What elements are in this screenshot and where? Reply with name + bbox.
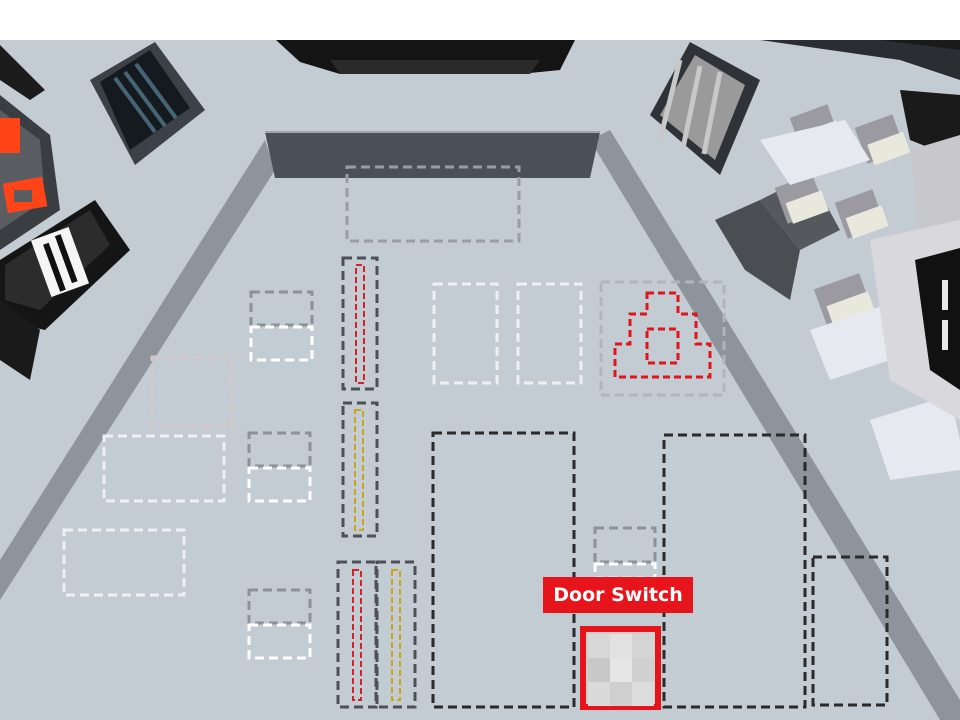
door-switch-label: Door Switch bbox=[543, 577, 693, 613]
back-wall bbox=[265, 132, 600, 178]
door-switch-button[interactable] bbox=[580, 626, 661, 710]
